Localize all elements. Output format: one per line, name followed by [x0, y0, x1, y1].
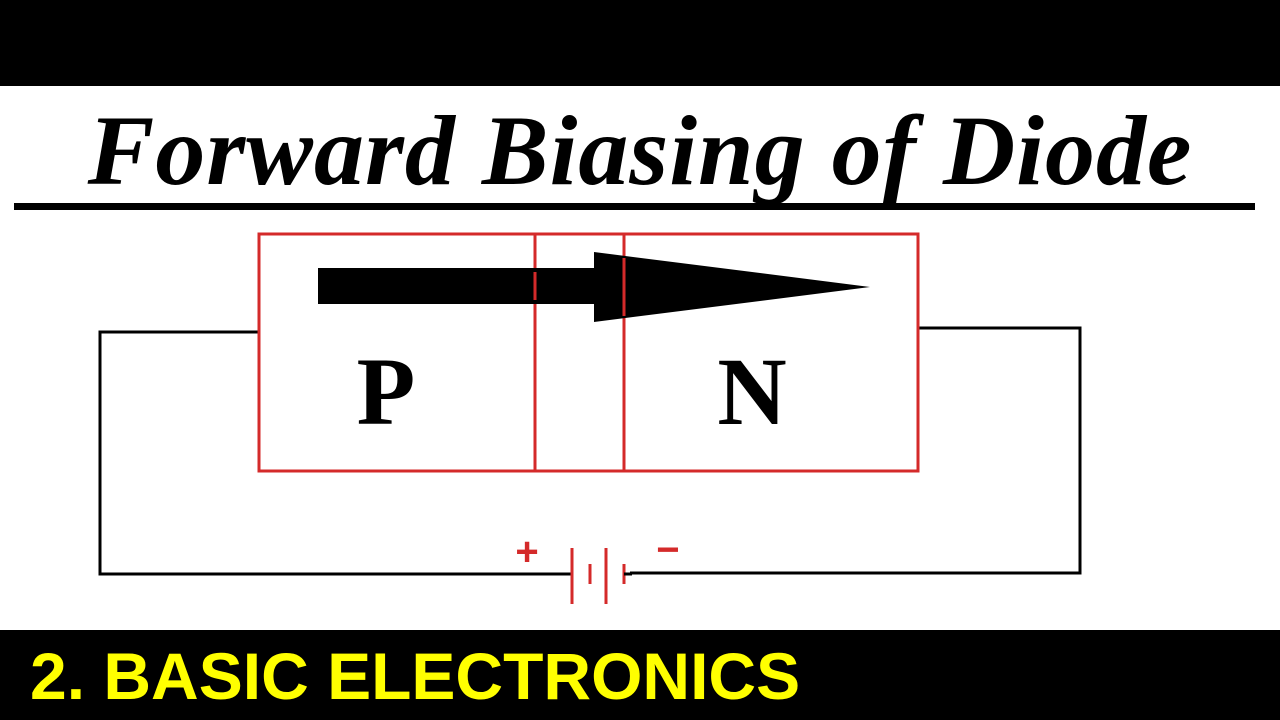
battery-icon [560, 548, 632, 604]
arrow-head [594, 252, 870, 322]
battery-negative-sign: − [656, 528, 679, 572]
battery-positive-sign: + [515, 530, 538, 574]
right-wire [630, 326, 1082, 575]
arrow-shaft [318, 268, 600, 304]
diagram-panel [0, 86, 1280, 630]
left-wire [98, 330, 560, 576]
title-underline [14, 203, 1255, 210]
page-title: Forward Biasing of Diode [87, 95, 1193, 206]
pn-junction-outline [257, 232, 920, 473]
p-region-label: P [357, 338, 416, 445]
n-region-label: N [717, 338, 786, 445]
series-label: 2. BASIC ELECTRONICS [30, 639, 801, 713]
footer-bar [0, 630, 1280, 720]
top-black-bar [0, 0, 1280, 86]
